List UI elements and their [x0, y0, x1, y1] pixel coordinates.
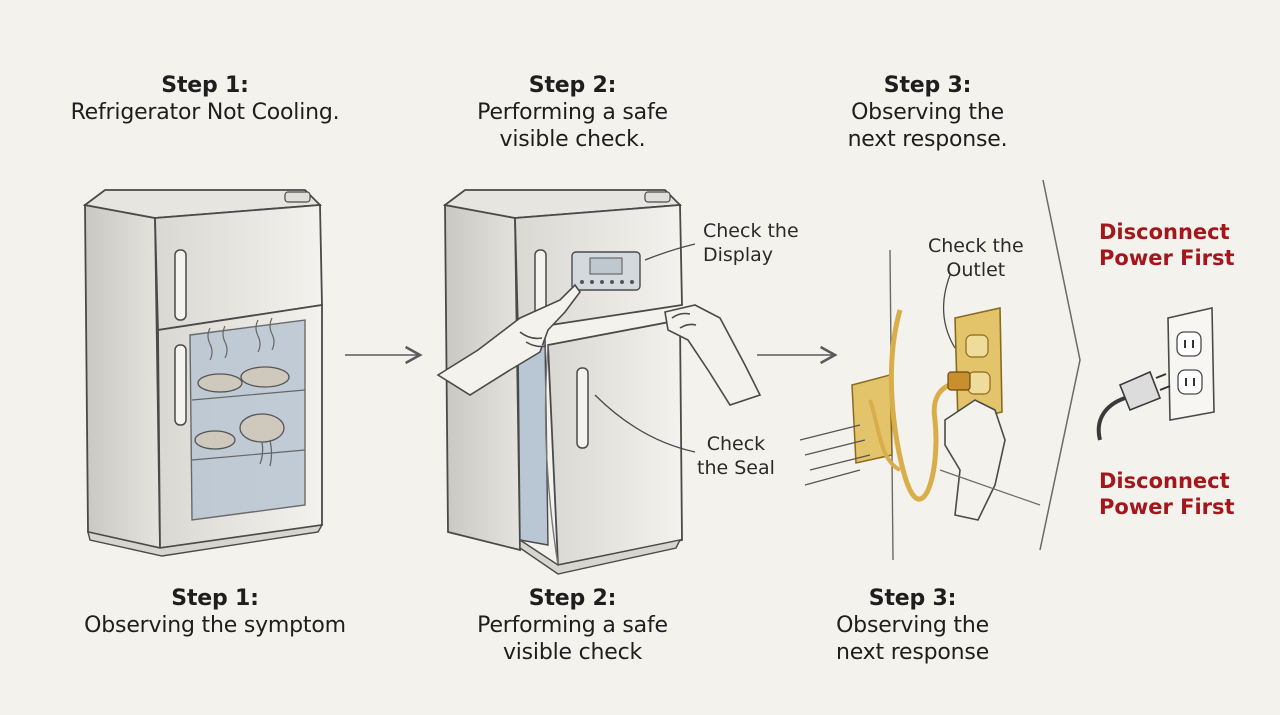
step-3-bottom-caption: Step 3: Observing the next response: [805, 585, 1020, 666]
step-2-top-body-line-1: Performing a safe: [477, 100, 668, 125]
step-3-bottom-title: Step 3:: [868, 586, 957, 611]
check-display-callout: Check the Display: [703, 219, 799, 267]
warning-top: Disconnect Power First: [1099, 219, 1235, 271]
step-3-bottom-body-line-2: next response: [835, 640, 990, 665]
step-1-top-title: Step 1:: [161, 73, 249, 98]
step-2-top-caption: Step 2: Performing a safe visible check.: [455, 72, 690, 153]
step-1-bottom-body: Observing the symptom: [84, 613, 346, 638]
chevron-right-icon: [1039, 179, 1081, 551]
step-1-bottom-caption: Step 1: Observing the symptom: [75, 585, 355, 639]
check-seal-line-2: the Seal: [697, 457, 775, 479]
hand-icon: [944, 399, 1006, 521]
refrigerator-icon: [442, 189, 683, 575]
warning-bottom: Disconnect Power First: [1099, 468, 1235, 520]
step-2-bottom-caption: Step 2: Performing a safe visible check: [455, 585, 690, 666]
warning-bottom-line-2: Power First: [1099, 495, 1235, 519]
step-3-top-title: Step 3:: [883, 73, 972, 98]
step-1-top-caption: Step 1: Refrigerator Not Cooling.: [60, 72, 350, 126]
step-1-top-body: Refrigerator Not Cooling.: [70, 100, 340, 125]
plug-icon: [1096, 370, 1171, 441]
step-3-top-caption: Step 3: Observing the next response.: [815, 72, 1040, 153]
warning-top-line-1: Disconnect: [1099, 220, 1230, 244]
hand-icon: [664, 304, 762, 406]
check-outlet-line-1: Check the: [928, 235, 1024, 257]
step-2-bottom-body-line-1: Performing a safe: [477, 613, 668, 638]
step-2-top-body-line-2: visible check.: [499, 127, 646, 152]
warning-top-line-2: Power First: [1099, 246, 1235, 270]
step-3-top-body-line-1: Observing the: [851, 100, 1004, 125]
warning-bottom-line-1: Disconnect: [1099, 469, 1230, 493]
outlet-icon: [1167, 307, 1215, 421]
step-2-bottom-title: Step 2:: [528, 586, 617, 611]
refrigerator-icon: [82, 189, 324, 557]
check-seal-callout: Check the Seal: [697, 432, 775, 480]
step-2-bottom-body-line-2: visible check: [502, 640, 643, 665]
check-seal-line-1: Check: [706, 433, 766, 455]
check-outlet-callout: Check the Outlet: [928, 234, 1024, 282]
hand-icon: [436, 283, 581, 396]
step-2-top-title: Step 2:: [528, 73, 617, 98]
check-display-line-2: Display: [703, 244, 774, 266]
check-outlet-line-2: Outlet: [946, 259, 1006, 281]
plug-icon: [947, 371, 971, 391]
step-3-top-body-line-2: next response.: [847, 127, 1008, 152]
check-display-line-1: Check the: [703, 220, 799, 242]
step-1-bottom-title: Step 1:: [171, 586, 259, 611]
wall-outlet-scene: [799, 249, 1041, 561]
step-3-bottom-body-line-1: Observing the: [836, 613, 989, 638]
